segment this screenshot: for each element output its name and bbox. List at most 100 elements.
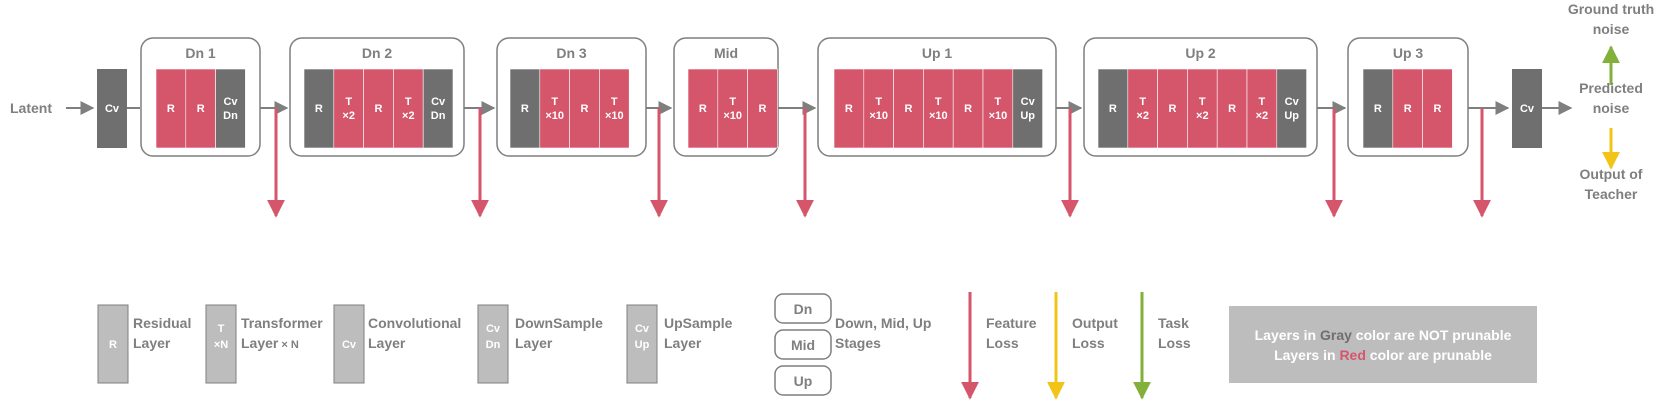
layer-up2-4 [1216,68,1248,149]
layer-up1-0 [833,68,865,149]
prunable-note-line-1: Layers in Gray color are NOT prunable [1255,327,1512,343]
layer-label-dn2-0: R [315,103,323,115]
layer-up2-0 [1097,68,1129,149]
layer-dn2-2 [363,68,394,149]
layer-dn1-2 [215,68,246,149]
stage-title-up1: Up 1 [922,45,953,61]
layer-label-up3-1: R [1404,103,1412,115]
layer-up3-2 [1422,68,1453,149]
legend-downsample-icon [477,304,509,384]
layer-label-dn2-1: T×2 [342,96,355,122]
stage-title-dn3: Dn 3 [556,45,587,61]
stage-title-up2: Up 2 [1185,45,1216,61]
legend-stage-mid-box [774,329,832,360]
layer-label-up2-2: R [1169,103,1177,115]
layer-label-up1-4: R [964,103,972,115]
layer-up2-5 [1246,68,1278,149]
feature-loss-arrows [267,108,1491,218]
layer-up1-3 [923,68,954,149]
layer-dn3-2 [569,68,600,149]
layer-label-dn1-1: R [197,103,205,115]
stage-title-mid: Mid [714,45,738,61]
layer-dn1-0 [155,68,187,149]
first-conv-layer [97,69,127,148]
legend-transformer-icon [205,304,237,384]
legend-upsample-icon [626,304,658,384]
layer-up2-3 [1187,68,1218,149]
stage-title-dn1: Dn 1 [185,45,216,61]
layer-label-up2-0: R [1109,103,1117,115]
legend-residual-icon-text: R [109,339,117,351]
last-conv-layer [1512,69,1542,148]
layer-label-up2-5: T×2 [1256,96,1269,122]
layer-dn2-1 [333,68,364,149]
legend-transformer-suffix: × N [278,339,299,351]
layer-up2-2 [1157,68,1188,149]
input-label: Latent [10,100,52,116]
layer-label-dn1-0: R [167,103,175,115]
layer-label-dn3-0: R [521,103,529,115]
layer-dn2-3 [393,68,424,149]
legend-stage-mid-text: Mid [791,337,815,353]
legend-stage-dn-text: Dn [794,301,813,317]
layer-label-up2-4: R [1228,103,1236,115]
layer-up1-6 [1012,68,1043,149]
layer-dn2-0 [303,68,335,149]
layer-label-mid-0: R [699,103,707,115]
layer-up1-5 [982,68,1014,149]
legend-stage-up-text: Up [794,373,813,389]
legend-residual-icon [97,304,129,384]
layer-up1-2 [893,68,924,149]
layer-label-up2-1: T×2 [1136,96,1149,122]
layer-label-mid-2: R [759,103,767,115]
layer-label-mid-1: T×10 [723,96,742,122]
layer-mid-2 [747,68,778,149]
layer-up1-4 [952,68,984,149]
layer-dn1-1 [185,68,216,149]
legend-conv-icon [333,304,365,384]
layer-label-up3-2: R [1434,103,1442,115]
layer-dn2-4 [422,68,454,149]
layer-label-dn3-2: R [581,103,589,115]
prunable-note-line-2: Layers in Red color are prunable [1274,347,1492,363]
stage-title-dn2: Dn 2 [362,45,393,61]
layer-label-up1-5: T×10 [989,96,1008,122]
layer-label-dn3-3: T×10 [605,96,624,122]
stage-title-up3: Up 3 [1393,45,1424,61]
layer-label-dn2-3: T×2 [402,96,415,122]
prunable-note-box [1229,306,1537,383]
layer-up1-1 [863,68,894,149]
layer-up2-1 [1127,68,1158,149]
legend-conv-icon-text: Cv [342,339,357,351]
legend-stage-dn-box [774,293,832,324]
layer-label-up1-3: T×10 [929,96,948,122]
legend-transformer-icon-text: T×N [214,323,228,351]
layer-mid-1 [717,68,748,149]
layer-label-up1-2: R [905,103,913,115]
layer-label-dn2-2: R [375,103,383,115]
last-conv-label: Cv [1520,103,1535,115]
layer-dn3-1 [539,68,570,149]
layer-label-dn3-1: T×10 [545,96,564,122]
layer-label-up1-1: T×10 [869,96,888,122]
layer-up3-1 [1392,68,1423,149]
